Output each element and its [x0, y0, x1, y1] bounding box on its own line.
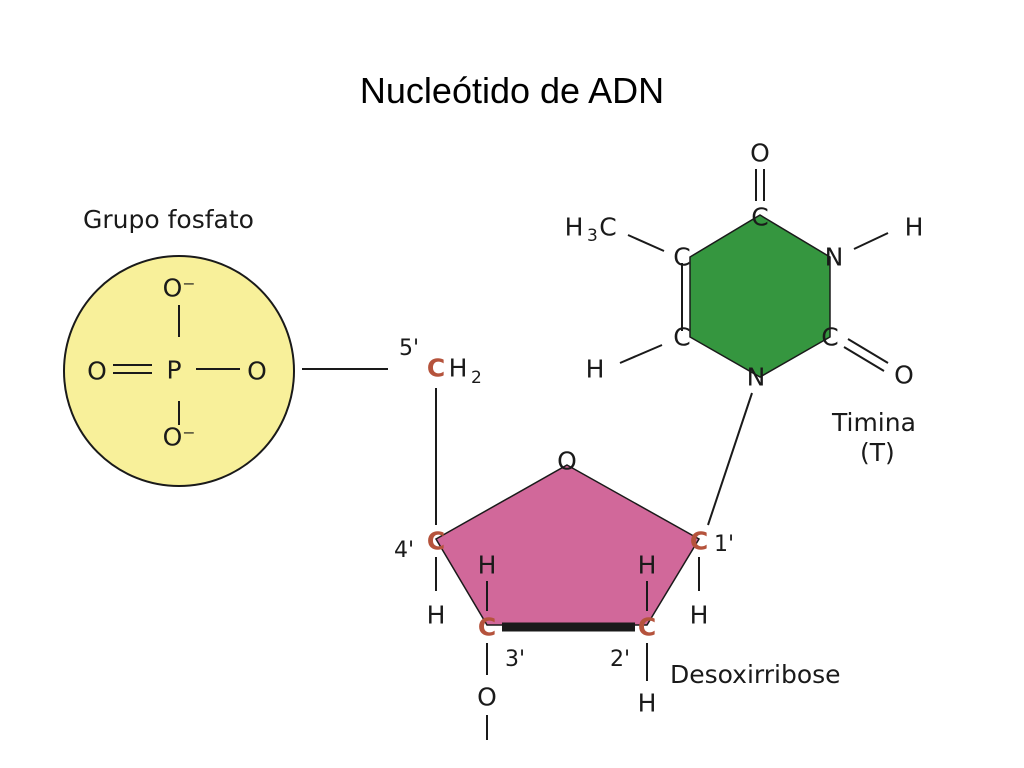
- base-code-label: (T): [860, 438, 895, 467]
- sugar-ring: [434, 464, 701, 626]
- thymine-c6-hydrogen: H: [586, 355, 605, 384]
- c1-prime-label: 1': [714, 532, 734, 557]
- thymine-methyl-bond: [627, 234, 665, 252]
- c2-carbon: C: [638, 613, 656, 642]
- phosphate-p: P: [166, 356, 181, 385]
- c3-oxygen: O: [477, 683, 497, 712]
- methyl-subscript: 3: [587, 226, 598, 246]
- c4-prime-label: 4': [394, 538, 414, 563]
- phosphate-circle: [63, 255, 295, 487]
- c2-hydrogen-up: H: [638, 551, 657, 580]
- thymine-c4: C: [751, 203, 768, 232]
- thymine-ring: [689, 214, 831, 378]
- methyl-h: H: [565, 213, 584, 242]
- thymine-n3: N: [825, 243, 844, 272]
- sugar-name-label: Desoxirribose: [670, 660, 841, 689]
- c5-h2: H: [449, 354, 468, 383]
- slide-title: Nucleótido de ADN: [359, 70, 665, 111]
- c3-prime-label: 3': [505, 647, 525, 672]
- c3-carbon: C: [478, 613, 496, 642]
- c2-prime-label: 2': [610, 647, 630, 672]
- nucleotide-figure: Grupo fosfato O⁻ P O⁻ O O 5' C H 2 O C 4…: [62, 125, 964, 740]
- c5-prime-label: 5': [399, 336, 419, 361]
- c5-carbon: C: [427, 354, 445, 383]
- sugar-ring-oxygen: O: [557, 447, 577, 476]
- methyl-c: C: [599, 213, 616, 242]
- thymine-nh-bond: [853, 232, 889, 250]
- c3-hydrogen-up: H: [478, 551, 497, 580]
- nucleotide-diagram: Grupo fosfato O⁻ P O⁻ O O 5' C H 2 O C 4…: [63, 139, 924, 740]
- thymine-n1: N: [747, 363, 766, 392]
- c4-hydrogen: H: [427, 601, 446, 630]
- thymine-c2: C: [821, 323, 838, 352]
- thymine-c2o-double-1: [847, 338, 889, 364]
- thymine-c6h-bond: [619, 344, 663, 364]
- c1-carbon: C: [690, 527, 708, 556]
- base-name-label: Timina: [831, 408, 916, 437]
- phosphate-o-top: O⁻: [163, 274, 196, 303]
- phosphate-o-right: O: [247, 357, 267, 386]
- phosphate-group-label: Grupo fosfato: [83, 205, 254, 234]
- thymine-o-c2: O: [894, 361, 914, 390]
- c1-hydrogen: H: [690, 601, 709, 630]
- c5-h2-subscript: 2: [471, 368, 482, 388]
- c4-carbon: C: [427, 527, 445, 556]
- glycosidic-bond: [707, 392, 753, 526]
- thymine-c5: C: [673, 243, 690, 272]
- thymine-o-top: O: [750, 139, 770, 168]
- c2-hydrogen-down: H: [638, 689, 657, 718]
- phosphate-o-left: O: [87, 357, 107, 386]
- thymine-c6: C: [673, 323, 690, 352]
- thymine-c2o-double-2: [843, 346, 885, 372]
- phosphate-o-bottom: O⁻: [163, 423, 196, 452]
- thymine-n3-hydrogen: H: [905, 213, 924, 242]
